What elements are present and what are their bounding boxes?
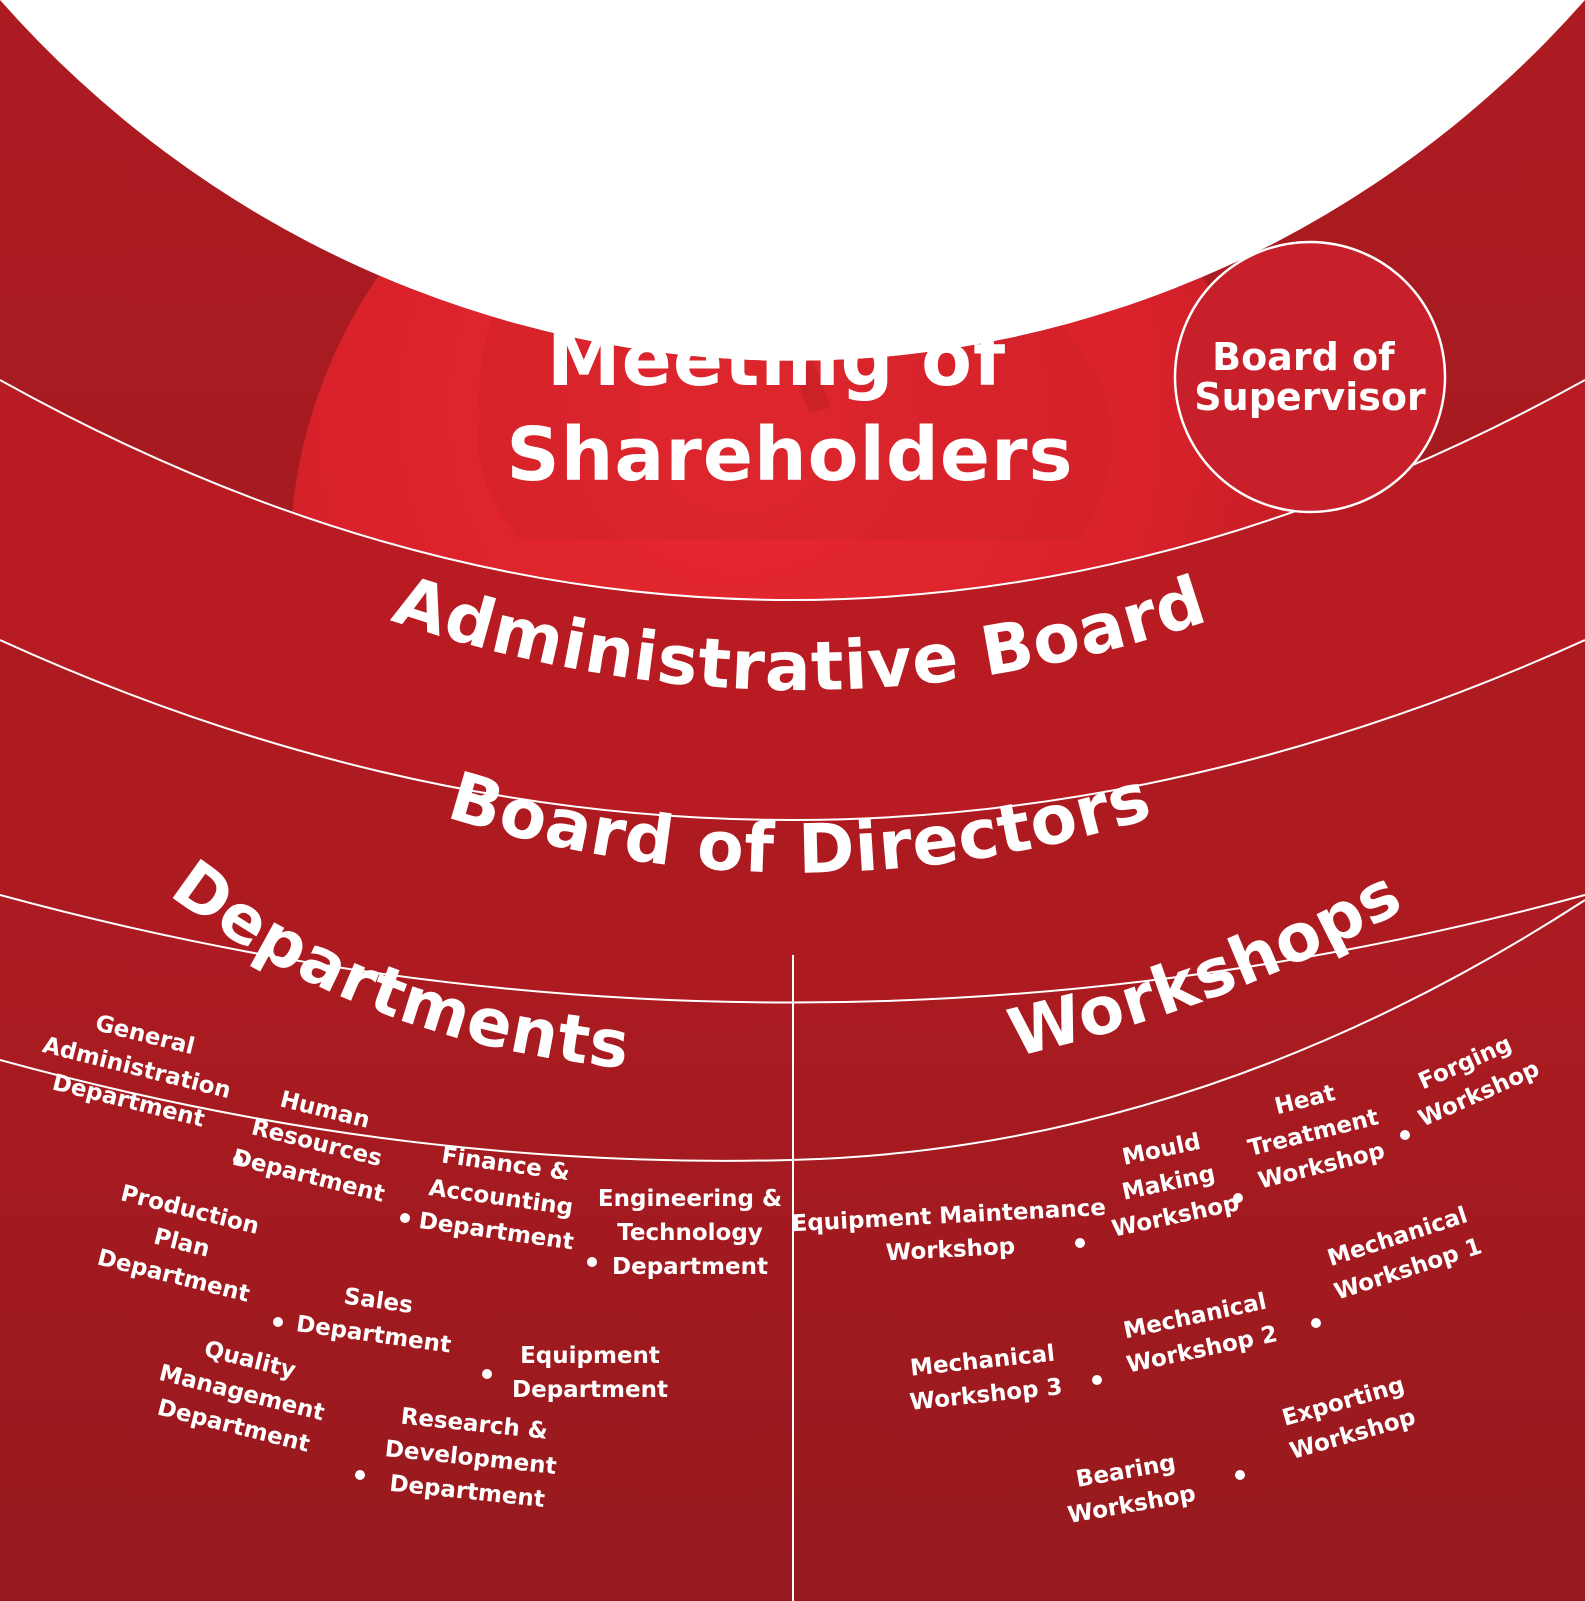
svg-text:Board of Supervisor: Board of Supervisor <box>1194 335 1426 419</box>
department-bullet-dot <box>482 1369 492 1379</box>
workshop-bullet-dot <box>1235 1470 1245 1480</box>
workshop-bullet-dot <box>1233 1193 1243 1203</box>
department-bullet-dot <box>273 1317 283 1327</box>
supervisor-line-1: Board of <box>1212 335 1395 379</box>
department-item-line: Department <box>512 1377 668 1403</box>
department-item-line: Technology <box>617 1220 763 1246</box>
workshop-bullet-dot <box>1075 1238 1085 1248</box>
shareholders-title: General Meeting of Shareholders <box>506 222 1073 498</box>
department-item: Research &DevelopmentDepartment <box>380 1402 561 1514</box>
department-bullet-dot <box>233 1155 243 1165</box>
department-bullet-dot <box>355 1470 365 1480</box>
workshop-bullet-dot <box>1092 1375 1102 1385</box>
title-line-3: Shareholders <box>506 412 1073 498</box>
title-line-1: General <box>610 222 943 308</box>
board-of-supervisor: Board of Supervisor <box>1173 240 1447 514</box>
supervisor-line-2: Supervisor <box>1194 375 1426 419</box>
workshop-bullet-dot <box>1400 1130 1410 1140</box>
department-bullet-dot <box>400 1213 410 1223</box>
title-line-2: Meeting of <box>547 317 1006 403</box>
workshop-bullet-dot <box>1311 1318 1321 1328</box>
department-item-line: Engineering & <box>598 1186 782 1212</box>
department-item-line: Equipment <box>520 1343 660 1369</box>
department-item-line: Department <box>612 1254 768 1280</box>
department-bullet-dot <box>587 1257 597 1267</box>
